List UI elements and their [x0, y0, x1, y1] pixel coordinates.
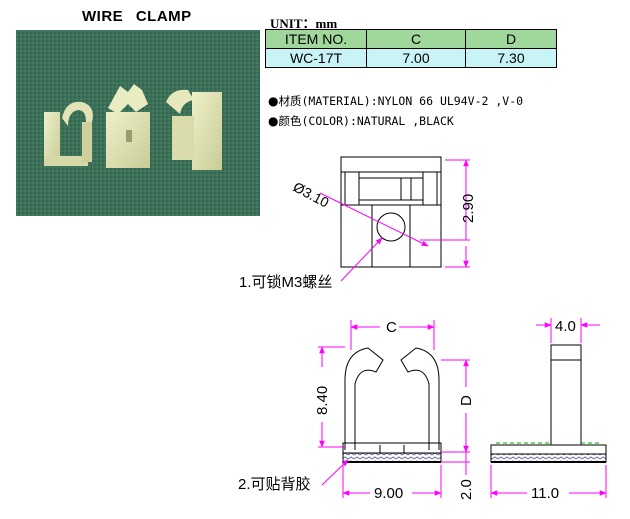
cell-d: 7.30	[465, 48, 557, 68]
dimension-c: C	[386, 319, 397, 336]
table-row: WC-17T 7.00 7.30	[265, 48, 557, 68]
clamp-photo-left	[44, 101, 93, 166]
dimension-d: D	[458, 395, 475, 406]
spec-table: ITEM NO. C D WC-17T 7.00 7.30	[265, 29, 557, 68]
clamp-photo-right	[166, 89, 222, 170]
product-title: WIRE CLAMP	[82, 8, 192, 25]
header-d: D	[465, 29, 557, 49]
color-text: 颜色(COLOR):NATURAL ,BLACK	[278, 114, 454, 128]
color-spec: ●颜色(COLOR):NATURAL ,BLACK	[268, 113, 454, 129]
clamp-photo-middle	[106, 84, 150, 168]
unit-label: UNIT：mm	[270, 16, 338, 31]
material-text: 材质(MATERIAL):NYLON 66 UL94V-2 ,V-0	[278, 94, 524, 108]
cell-c: 7.00	[366, 48, 466, 68]
top-view-dimensions	[319, 159, 470, 282]
dimension-4-0: 4.0	[555, 318, 576, 335]
bullet-icon: ●	[268, 94, 279, 108]
top-view	[340, 156, 442, 268]
front-view-dimensions	[318, 320, 470, 498]
note-adhesive-backing: 2.可贴背胶	[238, 476, 311, 493]
dimension-8-40: 8.40	[314, 386, 331, 415]
bullet-icon: ●	[268, 114, 279, 128]
material-spec: ●材质(MATERIAL):NYLON 66 UL94V-2 ,V-0	[268, 93, 523, 109]
front-view	[342, 347, 442, 463]
side-view-dimensions	[490, 318, 607, 498]
hole-diameter-label: Ø3.10	[291, 179, 332, 211]
dimension-9-00: 9.00	[374, 485, 403, 502]
dimension-2-90: 2.90	[460, 194, 477, 223]
note-m3-screw: 1.可锁M3螺丝	[239, 274, 332, 291]
dimension-11-0: 11.0	[531, 485, 559, 502]
product-photo	[16, 30, 260, 216]
side-view	[490, 344, 607, 463]
dimension-2-0: 2.0	[458, 479, 475, 500]
